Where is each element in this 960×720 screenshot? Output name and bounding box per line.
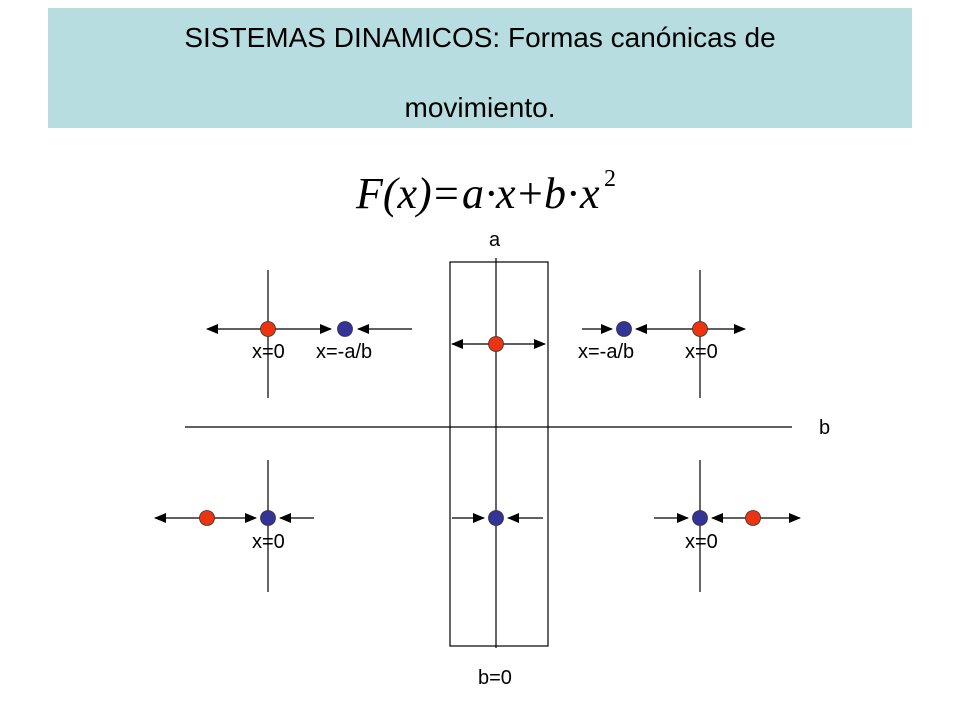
formula-b: b — [544, 169, 566, 218]
bl-stable-point — [260, 510, 276, 526]
tl-stable-point — [337, 321, 353, 337]
svg-text:F(x) = a · x: F(x) = a · x + b · x — [355, 169, 600, 218]
cb-stable-point — [488, 510, 504, 526]
bl-unstable-point — [199, 510, 215, 526]
axis-label-b: b — [819, 417, 830, 439]
br-unstable-point — [745, 510, 761, 526]
tr-label-xab: x=-a/b — [578, 341, 634, 363]
tl-label-xab: x=-a/b — [316, 341, 372, 363]
axis-label-a: a — [489, 229, 501, 251]
formula-plus: + — [518, 169, 543, 218]
bl-label-x0: x=0 — [252, 531, 285, 553]
tr-stable-point — [616, 321, 632, 337]
tr-label-x0: x=0 — [685, 341, 718, 363]
title-line-2: movimiento. — [404, 92, 556, 123]
formula-dot-2: · — [566, 169, 581, 218]
formula-exponent: 2 — [604, 166, 616, 192]
formula: F(x) = a · x + b · x 2 — [355, 166, 616, 218]
formula-a: a — [462, 169, 484, 218]
formula-x1: x — [495, 169, 516, 218]
formula-x2: x — [579, 169, 600, 218]
ct-unstable-point — [488, 336, 504, 352]
tl-label-x0: x=0 — [252, 341, 285, 363]
title-banner: SISTEMAS DINAMICOS: Formas canónicas de … — [48, 8, 912, 128]
tr-unstable-point — [692, 321, 708, 337]
formula-lhs: F(x) — [355, 169, 432, 218]
strip-label-b-zero: b=0 — [478, 667, 512, 689]
tl-unstable-point — [260, 321, 276, 337]
br-label-x0: x=0 — [685, 531, 718, 553]
formula-dot-1: · — [484, 169, 499, 218]
b-zero-strip — [449, 261, 549, 647]
title-line-1: SISTEMAS DINAMICOS: Formas canónicas de — [184, 22, 776, 53]
formula-eq: = — [434, 169, 459, 218]
br-stable-point — [692, 510, 708, 526]
